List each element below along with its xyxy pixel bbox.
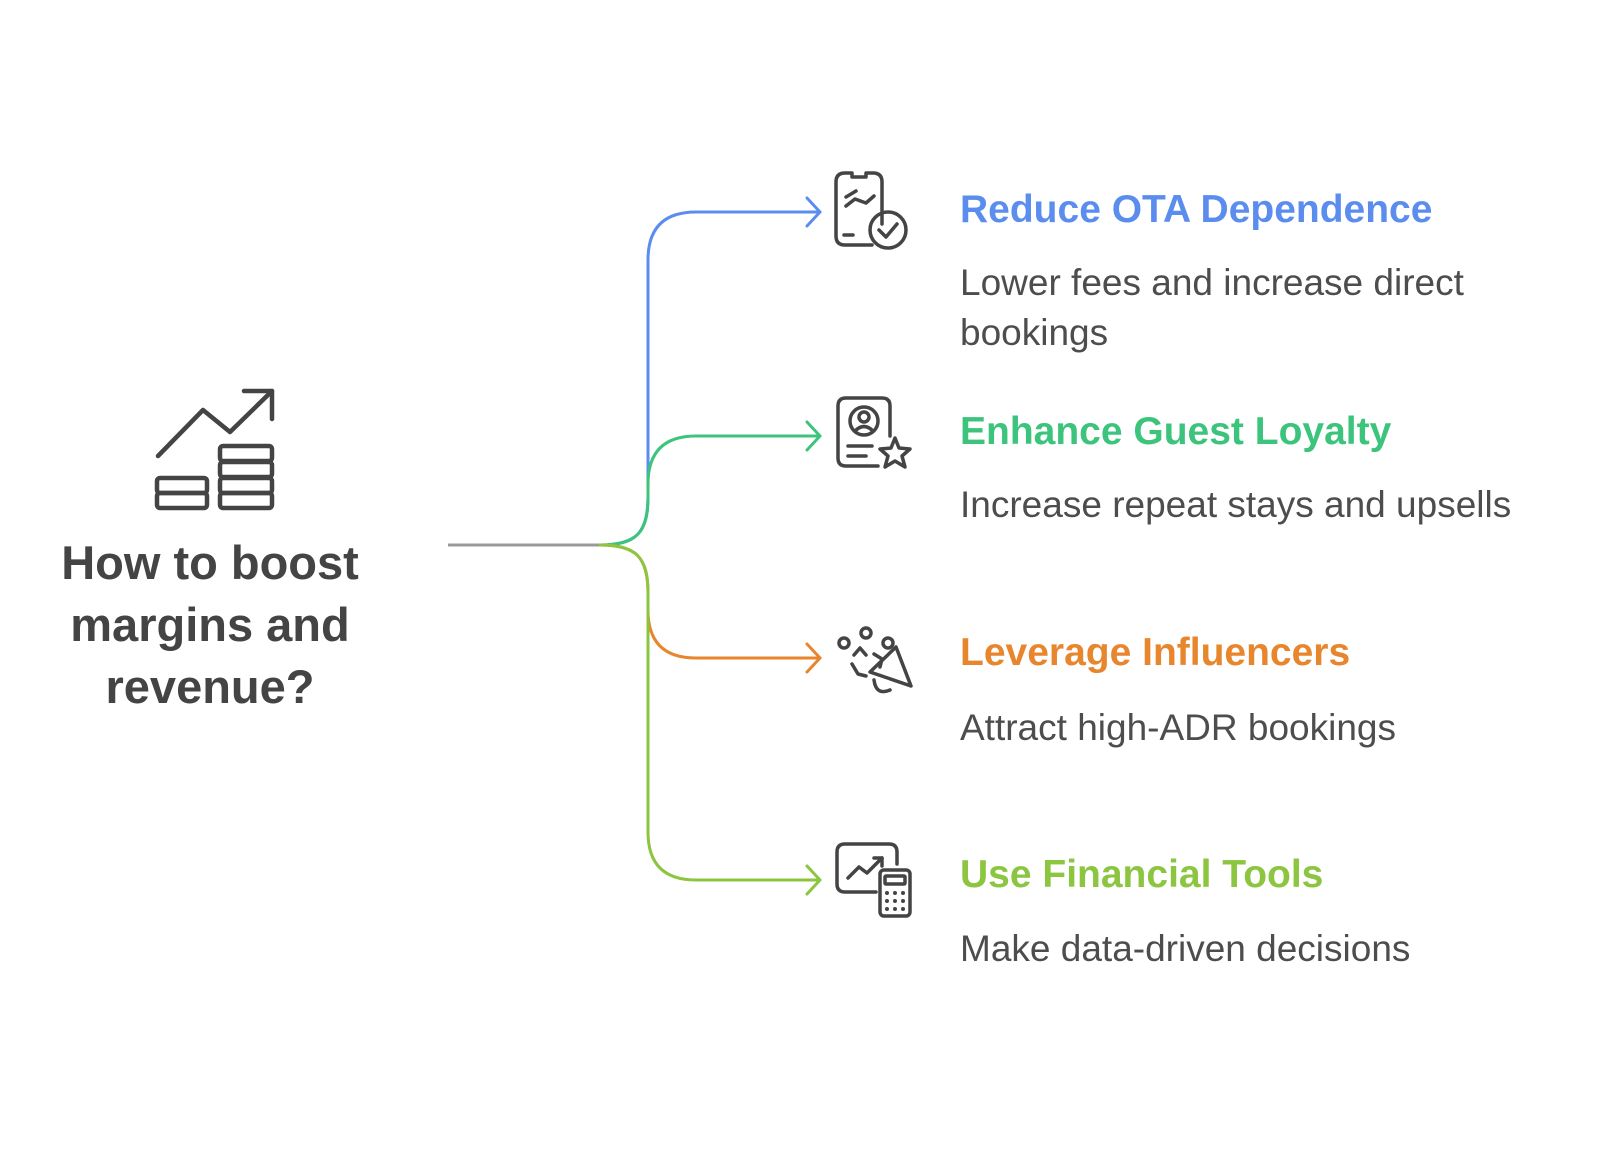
growth-chart-coins-icon (154, 388, 275, 511)
connector-guest-loyalty (598, 434, 822, 547)
connector-influencers (598, 543, 822, 660)
branch-desc-reduce-ota: Lower fees and increase direct bookings (960, 262, 1464, 353)
central-question: How to boost margins and revenue? (61, 536, 359, 713)
arrowhead (805, 420, 822, 452)
chart-calculator-icon (835, 842, 912, 918)
connector-financial-tools (598, 543, 822, 882)
mobile-booking-check-icon (834, 171, 908, 250)
branch-title-guest-loyalty: Enhance Guest Loyalty (960, 410, 1392, 453)
profile-card-star-icon (836, 396, 912, 469)
arrowhead (805, 642, 822, 674)
branch-title-reduce-ota: Reduce OTA Dependence (960, 188, 1433, 231)
connector-reduce-ota (598, 210, 822, 547)
branch-desc-influencers: Attract high-ADR bookings (960, 707, 1396, 748)
branch-desc-financial-tools: Make data-driven decisions (960, 928, 1411, 969)
branch-desc-guest-loyalty: Increase repeat stays and upsells (960, 484, 1512, 525)
branch-connectors (448, 196, 822, 896)
arrowhead (805, 864, 822, 896)
megaphone-influence-icon (837, 626, 913, 694)
branch-title-influencers: Leverage Influencers (960, 631, 1351, 674)
arrowhead (805, 196, 822, 228)
branch-title-financial-tools: Use Financial Tools (960, 853, 1324, 896)
